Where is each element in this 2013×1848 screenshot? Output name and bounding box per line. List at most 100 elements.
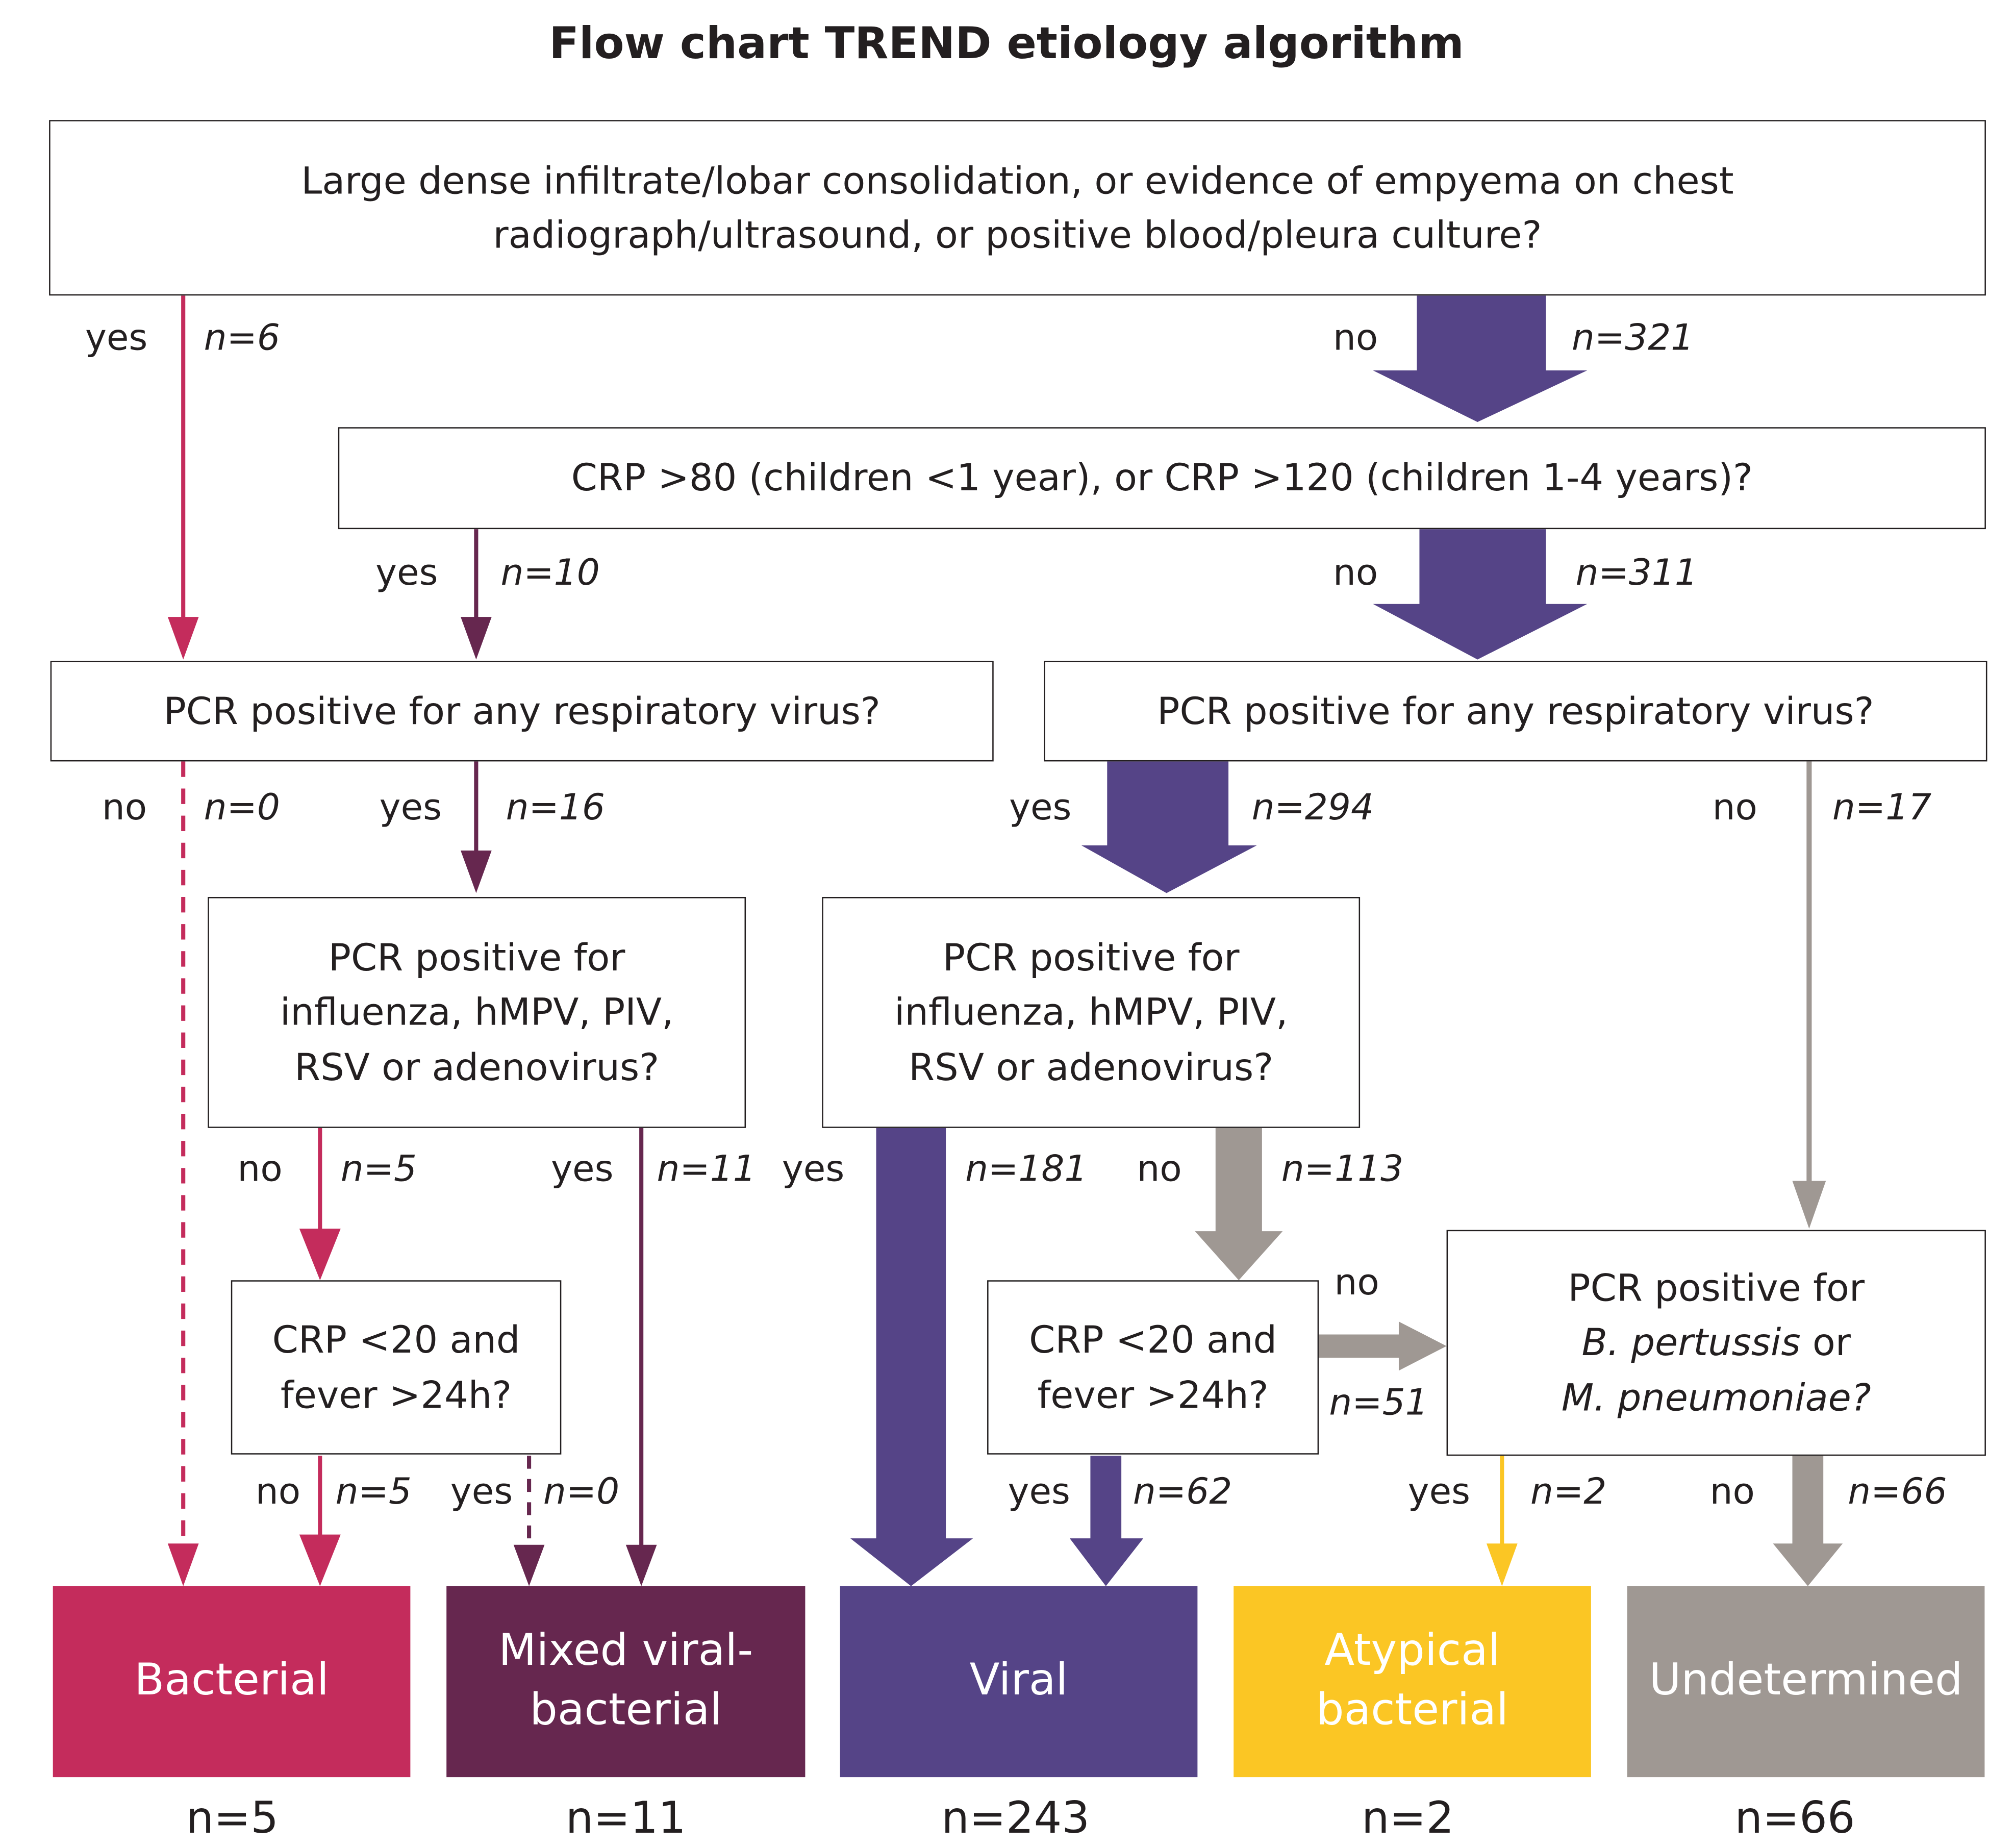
arrowhead-q5l-yes bbox=[513, 1544, 545, 1586]
outcome-count-bacterial: n=5 bbox=[186, 1792, 279, 1844]
edge-count: n=2 bbox=[1530, 1470, 1607, 1513]
edge-count: n=0 bbox=[543, 1470, 620, 1513]
arrow-q5r-no bbox=[1319, 1321, 1447, 1371]
edge-label: no bbox=[1334, 1261, 1379, 1304]
question-text-line: influenza, hMPV, PIV, bbox=[894, 990, 1288, 1035]
edge-count: n=0 bbox=[204, 786, 280, 829]
arrowhead-q1-yes bbox=[167, 617, 199, 660]
outcome-count-viral: n=243 bbox=[941, 1792, 1090, 1844]
question-text-line: fever >24h? bbox=[280, 1372, 512, 1417]
question-text-line: CRP >80 (children <1 year), or CRP >120 … bbox=[571, 456, 1753, 501]
arrowhead-q6-yes bbox=[1486, 1543, 1518, 1586]
edge-label: no bbox=[1137, 1147, 1182, 1190]
question-pcr-any-virus-right: PCR positive for any respiratory virus? bbox=[1044, 661, 1987, 762]
edge-label: no bbox=[102, 786, 147, 829]
edge-count: n=17 bbox=[1832, 786, 1932, 829]
question-imaging-culture: Large dense infiltrate/lobar consolidati… bbox=[49, 120, 1986, 296]
arrow-q4r-no bbox=[1195, 1128, 1283, 1281]
question-pcr-any-virus-left: PCR positive for any respiratory virus? bbox=[50, 661, 994, 762]
edge-count: n=311 bbox=[1575, 551, 1698, 594]
edge-label: yes bbox=[1008, 1470, 1070, 1513]
edge-count: n=66 bbox=[1848, 1470, 1947, 1513]
arrow-q2-no bbox=[1373, 529, 1588, 660]
outcome-label: Undetermined bbox=[1649, 1654, 1963, 1707]
question-text-line: RSV or adenovirus? bbox=[294, 1044, 660, 1089]
outcome-viral: Viral bbox=[840, 1586, 1198, 1778]
question-pcr-specific-virus-left: PCR positive for influenza, hMPV, PIV, R… bbox=[208, 897, 746, 1128]
arrow-q6-no bbox=[1773, 1456, 1843, 1586]
outcome-label: bacterial bbox=[530, 1684, 722, 1736]
organism-name: B. pertussis bbox=[1581, 1320, 1801, 1365]
outcome-label: Viral bbox=[969, 1654, 1068, 1707]
edge-count: n=321 bbox=[1571, 316, 1694, 359]
arrow-q5r-yes bbox=[1069, 1456, 1144, 1586]
edge-count: n=10 bbox=[500, 551, 600, 594]
edge-label: yes bbox=[551, 1147, 614, 1190]
edge-label: yes bbox=[1407, 1470, 1471, 1513]
edge-count: n=181 bbox=[965, 1147, 1088, 1190]
edge-count: n=5 bbox=[340, 1147, 417, 1190]
question-text-line: CRP <20 and bbox=[1029, 1318, 1277, 1362]
outcome-label: Atypical bbox=[1324, 1625, 1500, 1677]
outcome-label: bacterial bbox=[1316, 1684, 1509, 1736]
edge-label: yes bbox=[379, 786, 442, 829]
outcome-count-undetermined: n=66 bbox=[1734, 1792, 1855, 1844]
question-text-line: PCR positive for bbox=[942, 936, 1240, 980]
edge-count: n=11 bbox=[657, 1147, 756, 1190]
arrow-q1-no bbox=[1373, 295, 1588, 422]
question-text-line: fever >24h? bbox=[1037, 1372, 1269, 1417]
arrowhead-q4l-yes bbox=[625, 1544, 657, 1586]
outcome-bacterial: Bacterial bbox=[53, 1586, 411, 1778]
outcome-label: Bacterial bbox=[134, 1654, 329, 1707]
edge-label: yes bbox=[1009, 786, 1072, 829]
edge-label: yes bbox=[450, 1470, 513, 1513]
edge-label: no bbox=[1709, 1470, 1755, 1513]
edge-label: yes bbox=[782, 1147, 845, 1190]
question-crp-fever-left: CRP <20 and fever >24h? bbox=[231, 1280, 562, 1455]
outcome-count-atypical: n=2 bbox=[1362, 1792, 1454, 1844]
edge-count: n=51 bbox=[1329, 1381, 1428, 1424]
chart-title: Flow chart TREND etiology algorithm bbox=[549, 18, 1464, 70]
edge-count: n=113 bbox=[1281, 1147, 1404, 1190]
arrowhead-q2-yes bbox=[461, 617, 492, 660]
question-text-line: PCR positive for bbox=[1568, 1266, 1865, 1311]
arrow-q4r-yes bbox=[850, 1128, 973, 1586]
question-pcr-specific-virus-right: PCR positive for influenza, hMPV, PIV, R… bbox=[822, 897, 1361, 1128]
edge-label: no bbox=[255, 1470, 301, 1513]
question-text-line: PCR positive for bbox=[328, 936, 625, 980]
organism-name: M. pneumoniae? bbox=[1561, 1375, 1871, 1419]
edge-label: no bbox=[1332, 316, 1378, 359]
arrowhead-q3r-no bbox=[1792, 1181, 1826, 1229]
outcome-label: Mixed viral- bbox=[498, 1625, 753, 1677]
question-crp-threshold: CRP >80 (children <1 year), or CRP >120 … bbox=[338, 427, 1986, 530]
question-text-line: influenza, hMPV, PIV, bbox=[280, 990, 674, 1035]
question-text-fragment: or bbox=[1800, 1320, 1851, 1365]
edge-count: n=62 bbox=[1133, 1470, 1232, 1513]
outcome-undetermined: Undetermined bbox=[1627, 1586, 1985, 1778]
question-text-line: CRP <20 and bbox=[272, 1318, 520, 1362]
outcome-count-mixed: n=11 bbox=[565, 1792, 686, 1844]
edge-label: yes bbox=[85, 316, 148, 359]
question-text-line: PCR positive for any respiratory virus? bbox=[163, 689, 880, 733]
question-text-line: B. pertussis or bbox=[1581, 1316, 1850, 1370]
question-text-line: radiograph/ultrasound, or positive blood… bbox=[493, 213, 1542, 257]
edge-label: no bbox=[1332, 551, 1378, 594]
arrowhead-q3l-yes bbox=[461, 850, 492, 893]
edge-label: no bbox=[1712, 786, 1757, 829]
edge-count: n=6 bbox=[204, 316, 280, 359]
edge-count: n=16 bbox=[506, 786, 605, 829]
question-text-line: RSV or adenovirus? bbox=[909, 1044, 1274, 1089]
edge-count: n=294 bbox=[1251, 786, 1374, 829]
outcome-mixed-viral-bacterial: Mixed viral- bacterial bbox=[446, 1586, 806, 1778]
question-text-line: PCR positive for any respiratory virus? bbox=[1157, 689, 1874, 733]
edge-label: no bbox=[237, 1147, 283, 1190]
arrowhead-q4l-no bbox=[299, 1229, 341, 1281]
edge-count: n=5 bbox=[335, 1470, 412, 1513]
arrowhead-q5l-no bbox=[299, 1534, 341, 1586]
question-text-line: Large dense infiltrate/lobar consolidati… bbox=[301, 159, 1734, 203]
arrowhead-q3l-no bbox=[167, 1543, 199, 1586]
edge-label: yes bbox=[375, 551, 438, 594]
arrow-q3r-yes bbox=[1081, 761, 1257, 893]
